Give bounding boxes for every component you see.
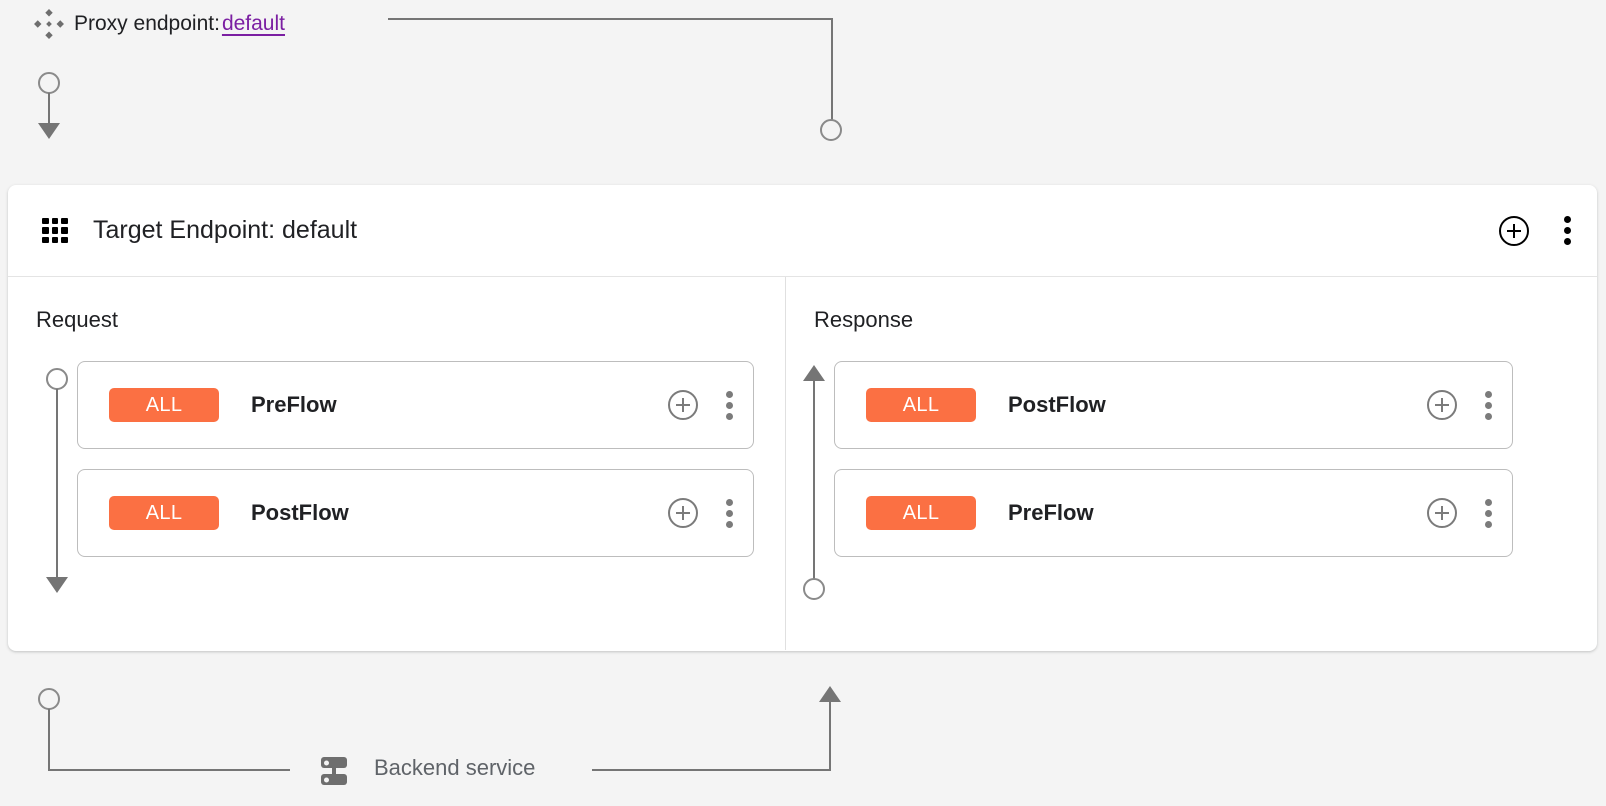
dns-server-icon [318,752,350,785]
response-column: Response ALL PostFlow ALL PreFlow [786,277,1597,650]
add-circle-icon[interactable] [668,390,698,420]
response-column-title: Response [814,307,914,332]
apps-grid-icon [42,217,68,244]
proxy-endpoint-value-link[interactable]: default [221,12,285,35]
status-badge: ALL [109,388,219,422]
proxy-endpoint-row: Proxy endpoint: default [34,8,285,40]
target-endpoint-header: Target Endpoint: default [8,185,1597,277]
proxy-to-target-horizontal-connector [388,18,833,20]
request-flow-line [56,389,58,580]
flow-card-label: PostFlow [251,500,349,525]
proxy-outbound-connector-node [38,72,60,94]
proxy-outbound-connector-line [48,93,50,125]
flow-card-actions [668,498,733,528]
flow-card[interactable]: ALL PostFlow [77,469,754,557]
target-endpoint-header-actions [1499,215,1571,246]
target-endpoint-panel: Target Endpoint: default Request ALL Pre… [8,185,1597,651]
request-flow-start-node [46,368,68,390]
more-vert-icon[interactable] [1484,498,1492,528]
target-inbound-connector-node [820,119,842,141]
add-circle-icon[interactable] [1427,390,1457,420]
flow-card-actions [1427,390,1492,420]
backend-response-vertical-connector [829,702,831,771]
backend-service-row: Backend service [318,748,535,788]
backend-request-horizontal-connector [48,769,290,771]
status-badge: ALL [866,388,976,422]
response-flow-line [813,380,815,580]
flow-card-label: PreFlow [251,392,337,417]
backend-service-label: Backend service [374,755,536,780]
flow-card[interactable]: ALL PreFlow [77,361,754,449]
diamond-cluster-icon [34,9,64,39]
more-vert-icon[interactable] [725,498,733,528]
response-flow-end-node [803,578,825,600]
flow-card-actions [668,390,733,420]
backend-response-horizontal-connector [592,769,831,771]
request-column: Request ALL PreFlow ALL PostFlow [8,277,786,650]
add-circle-icon[interactable] [668,498,698,528]
target-endpoint-body: Request ALL PreFlow ALL PostFlow [8,277,1597,650]
backend-request-vertical-connector [48,709,50,771]
flow-card-actions [1427,498,1492,528]
response-flow-list: ALL PostFlow ALL PreFlow [834,361,1513,557]
more-vert-icon[interactable] [1484,390,1492,420]
flow-card-label: PreFlow [1008,500,1094,525]
flow-card[interactable]: ALL PostFlow [834,361,1513,449]
proxy-endpoint-label: Proxy endpoint: [74,12,220,35]
proxy-outbound-arrow-icon [38,123,60,139]
page-title: Target Endpoint: default [93,216,358,244]
status-badge: ALL [866,496,976,530]
response-flow-arrow-icon [803,365,825,381]
flow-card[interactable]: ALL PreFlow [834,469,1513,557]
add-circle-icon[interactable] [1427,498,1457,528]
request-column-title: Request [36,307,118,332]
backend-request-start-node [38,688,60,710]
request-flow-arrow-icon [46,577,68,593]
proxy-to-target-vertical-connector [831,18,833,121]
more-vert-icon[interactable] [725,390,733,420]
backend-response-arrow-icon [819,686,841,702]
add-circle-icon[interactable] [1499,215,1529,246]
flow-card-label: PostFlow [1008,392,1106,417]
more-vert-icon[interactable] [1563,216,1571,245]
status-badge: ALL [109,496,219,530]
request-flow-list: ALL PreFlow ALL PostFlow [77,361,754,557]
